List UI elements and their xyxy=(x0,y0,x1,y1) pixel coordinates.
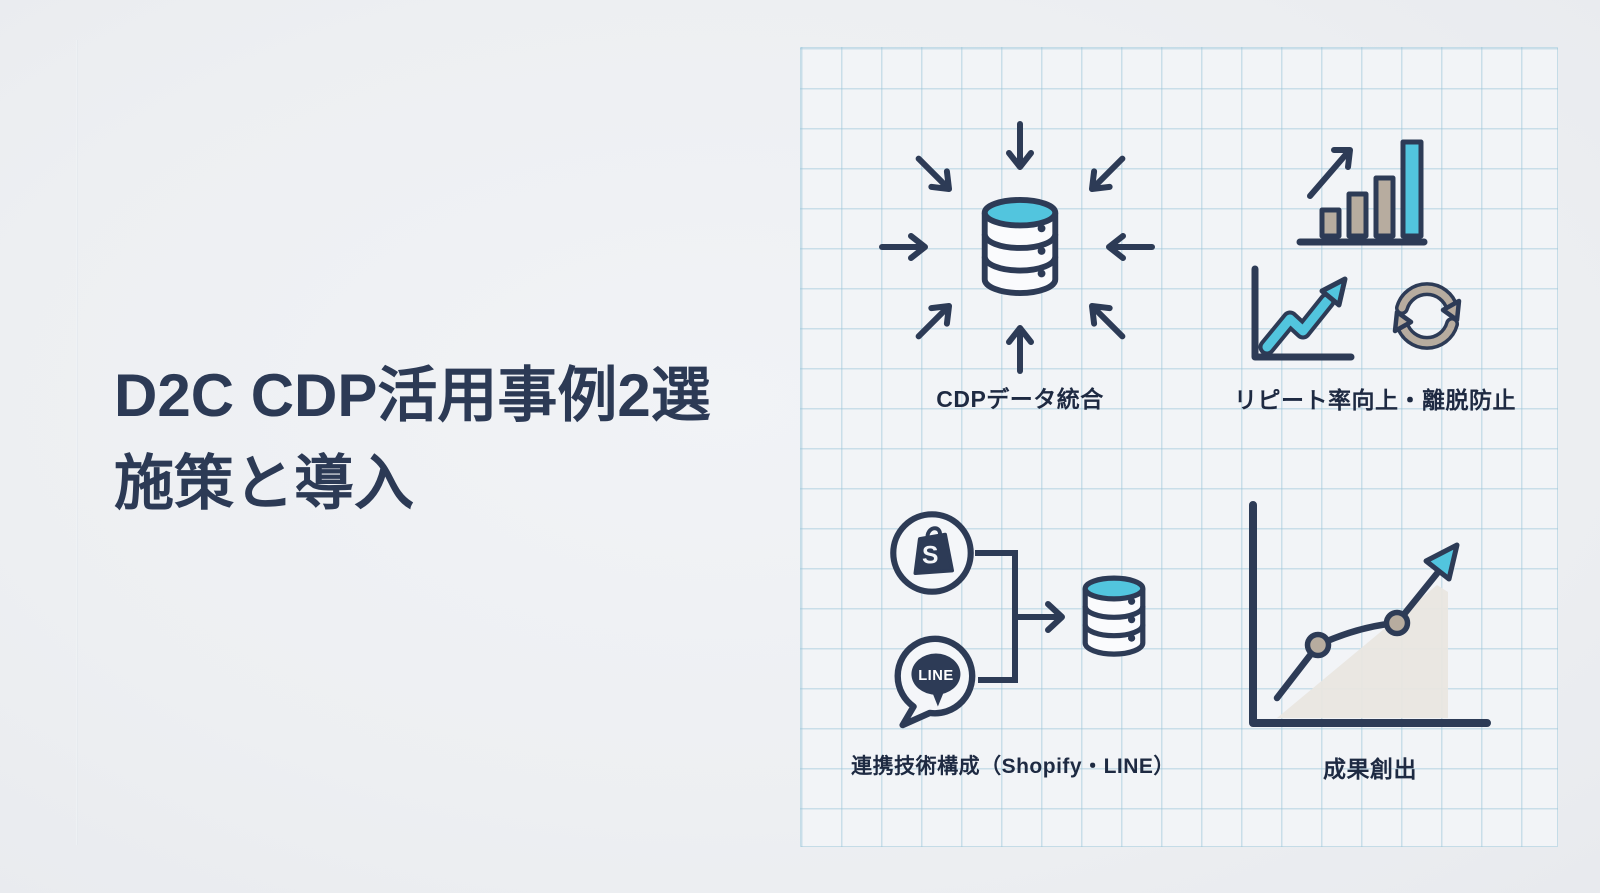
inward-arrow-icon xyxy=(906,146,968,208)
slide-title: D2C CDP活用事例2選 施策と導入 xyxy=(114,352,711,528)
page-fold-line xyxy=(76,40,78,845)
quadrant-label-results: 成果創出 xyxy=(1323,756,1417,782)
inward-arrow-icon xyxy=(1097,232,1155,262)
flow-connector-arrow xyxy=(975,550,1065,683)
shopify-icon: S xyxy=(890,511,974,595)
inward-arrow-icon xyxy=(1005,121,1035,179)
quadrant-label-integration: 連携技術構成（Shopify・LINE） xyxy=(851,755,1175,778)
line-chart-up-icon xyxy=(1251,265,1355,361)
database-icon xyxy=(1082,575,1146,657)
inward-arrow-icon xyxy=(879,232,937,262)
line-app-text: LINE xyxy=(918,668,953,684)
shopify-letter: S xyxy=(922,543,938,570)
slide-title-line1: D2C CDP活用事例2選 xyxy=(114,362,711,429)
inward-arrow-icon xyxy=(1005,316,1035,374)
database-icon xyxy=(981,197,1059,296)
quadrant-label-cdp-integration: CDPデータ統合 xyxy=(936,386,1104,412)
line-app-icon: LINE xyxy=(894,635,976,729)
bar-chart-growth-icon xyxy=(1296,139,1428,246)
growth-chart-icon xyxy=(1249,501,1491,727)
inward-arrow-icon xyxy=(1073,146,1135,208)
slide-title-line2: 施策と導入 xyxy=(114,450,414,517)
inward-arrow-icon xyxy=(906,287,968,349)
quadrant-label-repeat-rate: リピート率向上・離脱防止 xyxy=(1234,387,1516,413)
refresh-cycle-icon xyxy=(1392,282,1462,350)
inward-arrow-icon xyxy=(1073,287,1135,349)
